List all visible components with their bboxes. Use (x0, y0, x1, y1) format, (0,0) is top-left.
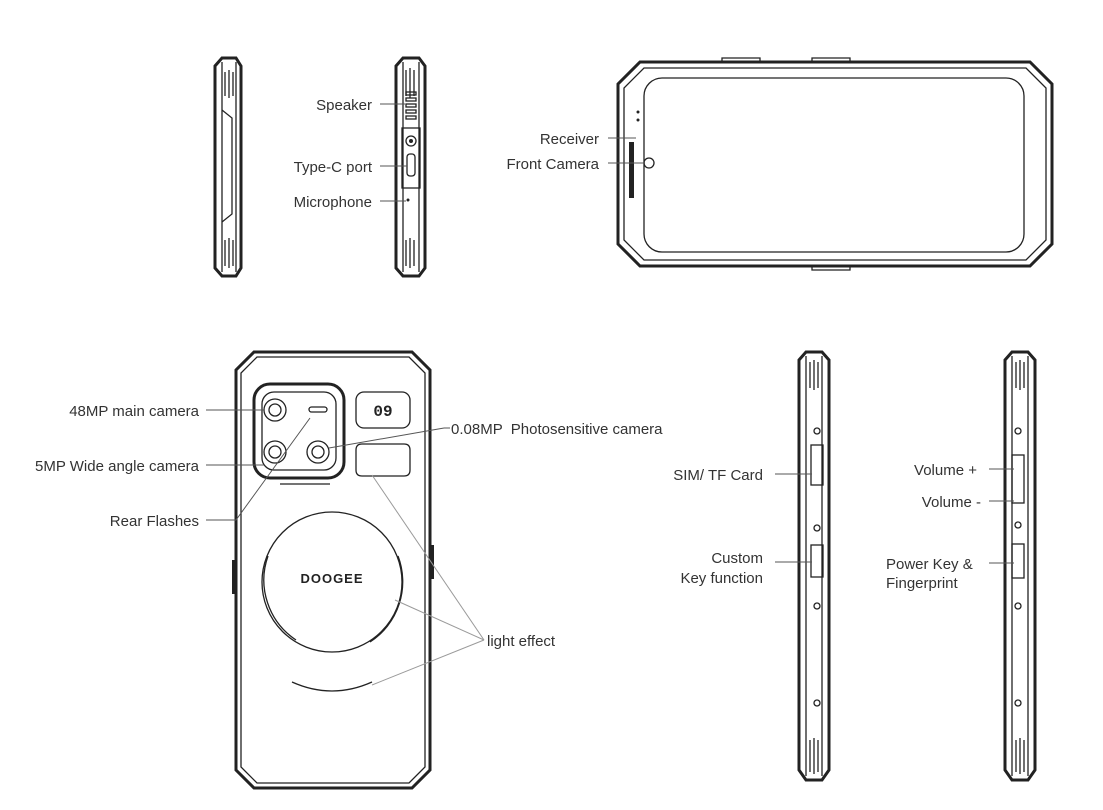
light-arc-left (263, 555, 297, 641)
label-rear-flashes: Rear Flashes (110, 513, 199, 530)
receiver-dot (636, 110, 640, 114)
front-camera-lens (643, 157, 655, 169)
label-volume-up: Volume + (914, 462, 977, 479)
front-side-key (629, 142, 634, 198)
port-cover (401, 127, 421, 189)
light-strip-top (355, 443, 411, 477)
label-sim-tf-card: SIM/ TF Card (673, 467, 763, 484)
camera-module (252, 382, 346, 480)
label-receiver: Receiver (540, 131, 599, 148)
type-c-port (406, 153, 416, 177)
phone-power-side-view (1003, 350, 1037, 782)
sim-tray (810, 444, 824, 486)
wide-camera-lens (263, 440, 287, 464)
model-badge: 09 (373, 403, 392, 421)
label-wide-camera: 5MP Wide angle camera (35, 458, 200, 475)
volume-rocker (1011, 454, 1025, 504)
main-camera-lens (263, 398, 287, 422)
front-screen (643, 77, 1025, 253)
photosensitive-camera-lens (306, 440, 330, 464)
label-custom-key-line2: Key function (680, 570, 763, 587)
phone-left-side-view (213, 56, 243, 278)
magnetic-ring (261, 511, 403, 653)
phone-front-view (616, 57, 1054, 271)
label-light-effect: light effect (487, 633, 556, 650)
speaker-grille (405, 91, 417, 120)
leader-lines (206, 103, 1014, 686)
custom-key (810, 544, 824, 578)
label-front-camera: Front Camera (506, 156, 599, 173)
light-arc-bottom (291, 681, 373, 692)
label-volume-down: Volume - (922, 494, 981, 511)
power-key (1011, 543, 1025, 579)
label-type-c-port: Type-C port (294, 159, 373, 176)
label-main-camera: 48MP main camera (69, 403, 199, 420)
label-power-key-line2: Fingerprint (886, 575, 959, 592)
port-screw (405, 135, 417, 147)
rear-flash (308, 406, 328, 413)
model-badge-frame (355, 391, 411, 429)
label-speaker: Speaker (316, 97, 372, 114)
phone-bottom-edge-view (394, 56, 427, 278)
phone-back-view: 09 DOOGEE (232, 350, 434, 790)
label-custom-key-line1: Custom (711, 550, 763, 567)
label-photosensitive-camera: 0.08MP Photosensitive camera (451, 421, 663, 438)
microphone-hole (406, 198, 410, 202)
phone-sim-side-view (797, 350, 831, 782)
light-arc-right (369, 555, 404, 643)
label-power-key-line1: Power Key & (886, 556, 973, 573)
brand-logo: DOOGEE (300, 571, 363, 586)
label-microphone: Microphone (294, 194, 372, 211)
